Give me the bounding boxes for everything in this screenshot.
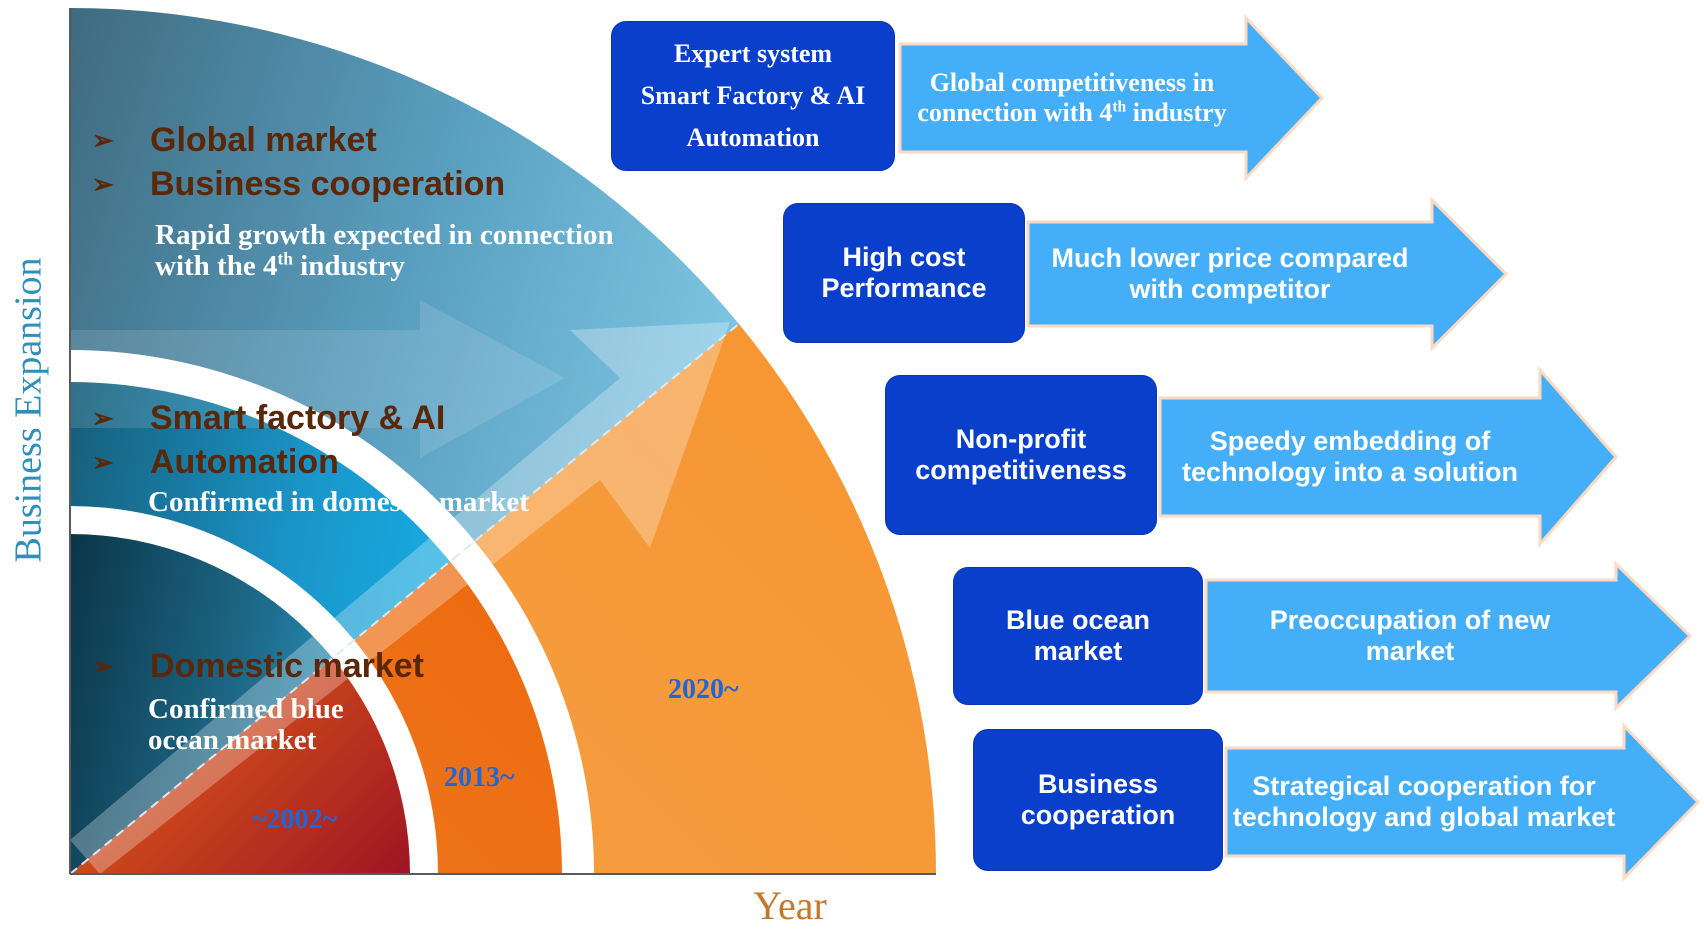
strategy-row-blue-ocean: Blue ocean market Preoccupation of new m… — [954, 560, 1693, 712]
stage-global-bullets: ➢ Global market ➢ Business cooperation — [92, 118, 505, 206]
stage-domestic-note: Confirmed blue ocean market — [148, 693, 344, 756]
strategy-arrow-text: Speedy embedding of technology into a so… — [1182, 426, 1518, 487]
strategy-arrow-text: Preoccupation of new market — [1269, 605, 1551, 666]
strategy-row-cost: High cost Performance Much lower price c… — [784, 196, 1509, 352]
strategy-box: Blue ocean market — [954, 568, 1202, 704]
right-pointer-arrow-icon: ➢ — [92, 651, 114, 681]
stage-domestic-bullets: ➢ Domestic market — [92, 644, 424, 688]
right-pointer-arrow-icon: ➢ — [92, 125, 114, 155]
bullet-item: ➢ Business cooperation — [92, 162, 505, 206]
strategy-arrow — [898, 14, 1325, 182]
bullet-item: ➢ Smart factory & AI — [92, 396, 445, 440]
strategy-arrow-text: Global competitiveness in connection wit… — [917, 68, 1227, 127]
strategy-row-global: Expert system Smart Factory & AI Automat… — [612, 14, 1325, 184]
bullet-item: ➢ Global market — [92, 118, 505, 162]
right-pointer-arrow-icon: ➢ — [92, 169, 114, 199]
bullet-item: ➢ Domestic market — [92, 644, 424, 688]
diagonal-dashed-line — [69, 322, 741, 875]
year-label-2020: 2020~ — [668, 674, 739, 705]
strategy-arrow — [1204, 560, 1693, 712]
strategy-row-cooperation: Business cooperation Strategical coopera… — [974, 722, 1701, 882]
strategy-arrow-text: Much lower price compared with competito… — [1051, 243, 1409, 304]
strategy-arrow — [1158, 366, 1618, 548]
year-label-2002: ~2002~ — [252, 804, 338, 835]
bullet-item: ➢ Automation — [92, 440, 445, 484]
strategy-box: Business cooperation — [974, 730, 1222, 870]
right-pointer-arrow-icon: ➢ — [92, 403, 114, 433]
stage-smart-factory-bullets: ➢ Smart factory & AI ➢ Automation — [92, 396, 445, 484]
growth-arrow — [70, 322, 730, 874]
strategy-row-nonprofit: Non-profit competitiveness Speedy embedd… — [886, 366, 1618, 548]
upper-growth-arrow-hint — [70, 300, 565, 458]
strategy-box: Non-profit competitiveness — [886, 376, 1156, 534]
strategy-box: High cost Performance — [784, 204, 1024, 342]
strategy-arrow — [1224, 722, 1701, 882]
year-label-2013: 2013~ — [444, 762, 515, 793]
strategy-arrow — [1026, 196, 1509, 352]
stage-smart-factory-note: Confirmed in domestic market — [148, 486, 529, 518]
y-axis-label: Business Expansion — [8, 257, 50, 563]
x-axis-label: Year — [753, 883, 827, 928]
strategy-arrow-text: Strategical cooperation for technology a… — [1232, 771, 1616, 832]
stage-global-note: Rapid growth expected in connection with… — [155, 219, 614, 282]
right-pointer-arrow-icon: ➢ — [92, 447, 114, 477]
strategy-box: Expert system Smart Factory & AI Automat… — [612, 22, 894, 170]
